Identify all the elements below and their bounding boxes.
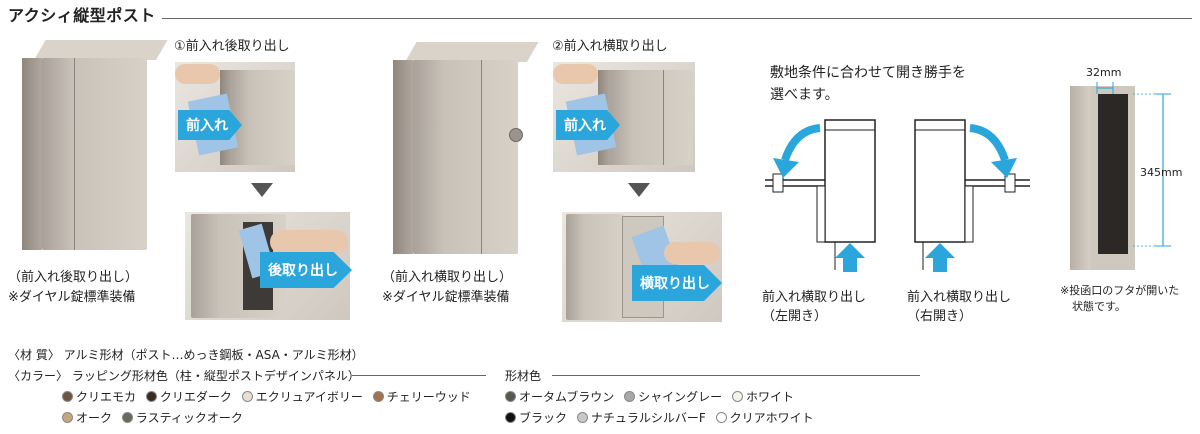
front-insert-label-1: 前入れ (186, 118, 228, 134)
side-takeout-label-2: 横取り出し (640, 276, 710, 292)
color-swatch-icon (62, 412, 73, 423)
left-open-caption-2: （左開き） (762, 309, 828, 324)
color-swatch-icon (372, 391, 384, 402)
frame-color-item: シャイングレー (624, 390, 722, 404)
dimension-note-2: 状態です。 (1072, 300, 1126, 313)
color-swatch-icon (715, 412, 727, 423)
right-open-caption-2: （右開き） (907, 309, 973, 324)
material-label: 〈材 質〉 (8, 348, 60, 362)
product-photo-2 (393, 42, 539, 254)
frame-color-row-1: オータムブラウン シャイングレー ホワイト (505, 388, 800, 405)
variant-1-heading: ①前入れ後取り出し (174, 39, 290, 54)
front-insert-photo-1 (175, 62, 295, 172)
wrap-color-item: チェリーウッド (372, 390, 471, 404)
hinge-note-line-1: 敷地条件に合わせて開き勝手を (770, 65, 966, 81)
dimension-lines (1096, 82, 1171, 247)
color-swatch-icon (505, 391, 516, 402)
color-swatch-icon (505, 412, 516, 423)
width-dimension-label: 32mm (1086, 66, 1122, 79)
color-row: 〈カラー〉 ラッピング形材色（柱・縦型ポストデザインパネル） (8, 367, 360, 384)
material-value: アルミ形材（ポスト…めっき鋼板・ASA・アルミ形材） (63, 348, 364, 362)
hinge-note-line-2: 選べます。 (770, 87, 839, 103)
front-insert-arrow-2: 前入れ (556, 110, 620, 140)
color-swatch-icon (145, 391, 157, 402)
color-swatch-icon (576, 412, 588, 423)
title-divider (162, 18, 1192, 19)
wrap-color-item: オーク (62, 411, 112, 425)
wrap-color-row-2: オーク ラスティックオーク (62, 409, 249, 426)
flow-arrow-down-1 (251, 183, 273, 197)
color-swatch-icon (121, 412, 133, 423)
product-photo-1 (22, 40, 168, 250)
frame-color-item: オータムブラウン (505, 390, 614, 404)
frame-color-item: ブラック (505, 411, 567, 425)
color-swatch-icon (624, 391, 636, 402)
color-swatch-icon (731, 391, 743, 402)
right-open-caption-1: 前入れ横取り出し (907, 290, 1012, 305)
height-dimension-label: 345mm (1140, 166, 1183, 179)
product-2-caption-1: （前入れ横取り出し） (382, 270, 513, 285)
wrap-color-item: クリエダーク (145, 390, 232, 404)
wrap-color-item: ラスティックオーク (121, 411, 243, 425)
frame-color-row-2: ブラック ナチュラルシルバーF クリアホワイト (505, 409, 820, 426)
side-takeout-arrow-2: 横取り出し (632, 265, 722, 301)
wrap-color-row-1: クリエモカ クリエダーク エクリュアイボリー チェリーウッド (62, 388, 477, 405)
flow-arrow-down-2 (628, 183, 650, 197)
product-1-caption-1: （前入れ後取り出し） (8, 270, 139, 285)
front-insert-label-2: 前入れ (564, 118, 606, 134)
frame-color-item: ナチュラルシルバーF (576, 411, 706, 425)
color-value: ラッピング形材色（柱・縦型ポストデザインパネル） (71, 369, 360, 383)
left-open-caption-1: 前入れ横取り出し (762, 290, 867, 305)
rear-takeout-label-1: 後取り出し (268, 263, 338, 279)
dimension-note-1: ※投函口のフタが開いた (1060, 284, 1180, 297)
wrap-color-item: エクリュアイボリー (241, 390, 363, 404)
color-swatch-icon (241, 391, 253, 402)
frame-color-label: 形材色 (505, 369, 542, 383)
frame-color-item: クリアホワイト (715, 411, 814, 425)
color-swatch-icon (62, 391, 73, 402)
color-label: 〈カラー〉 (8, 369, 69, 383)
frame-color-divider (552, 375, 920, 376)
left-open-diagram (765, 119, 876, 272)
wrap-color-item: クリエモカ (62, 390, 136, 404)
right-open-diagram (914, 119, 1030, 272)
product-2-caption-2: ※ダイヤル錠標準装備 (382, 290, 510, 305)
color-divider (352, 375, 486, 376)
variant-2-heading: ②前入れ横取り出し (552, 39, 668, 54)
product-1-caption-2: ※ダイヤル錠標準装備 (8, 290, 136, 305)
slot-dimension-photo (1070, 86, 1135, 270)
material-row: 〈材 質〉 アルミ形材（ポスト…めっき鋼板・ASA・アルミ形材） (8, 346, 364, 363)
hinge-diagram (765, 119, 1030, 272)
page-title: アクシィ縦型ポスト (8, 6, 156, 25)
rear-takeout-arrow-1: 後取り出し (260, 252, 352, 288)
front-insert-arrow-1: 前入れ (178, 110, 242, 140)
frame-color-item: ホワイト (731, 390, 794, 404)
